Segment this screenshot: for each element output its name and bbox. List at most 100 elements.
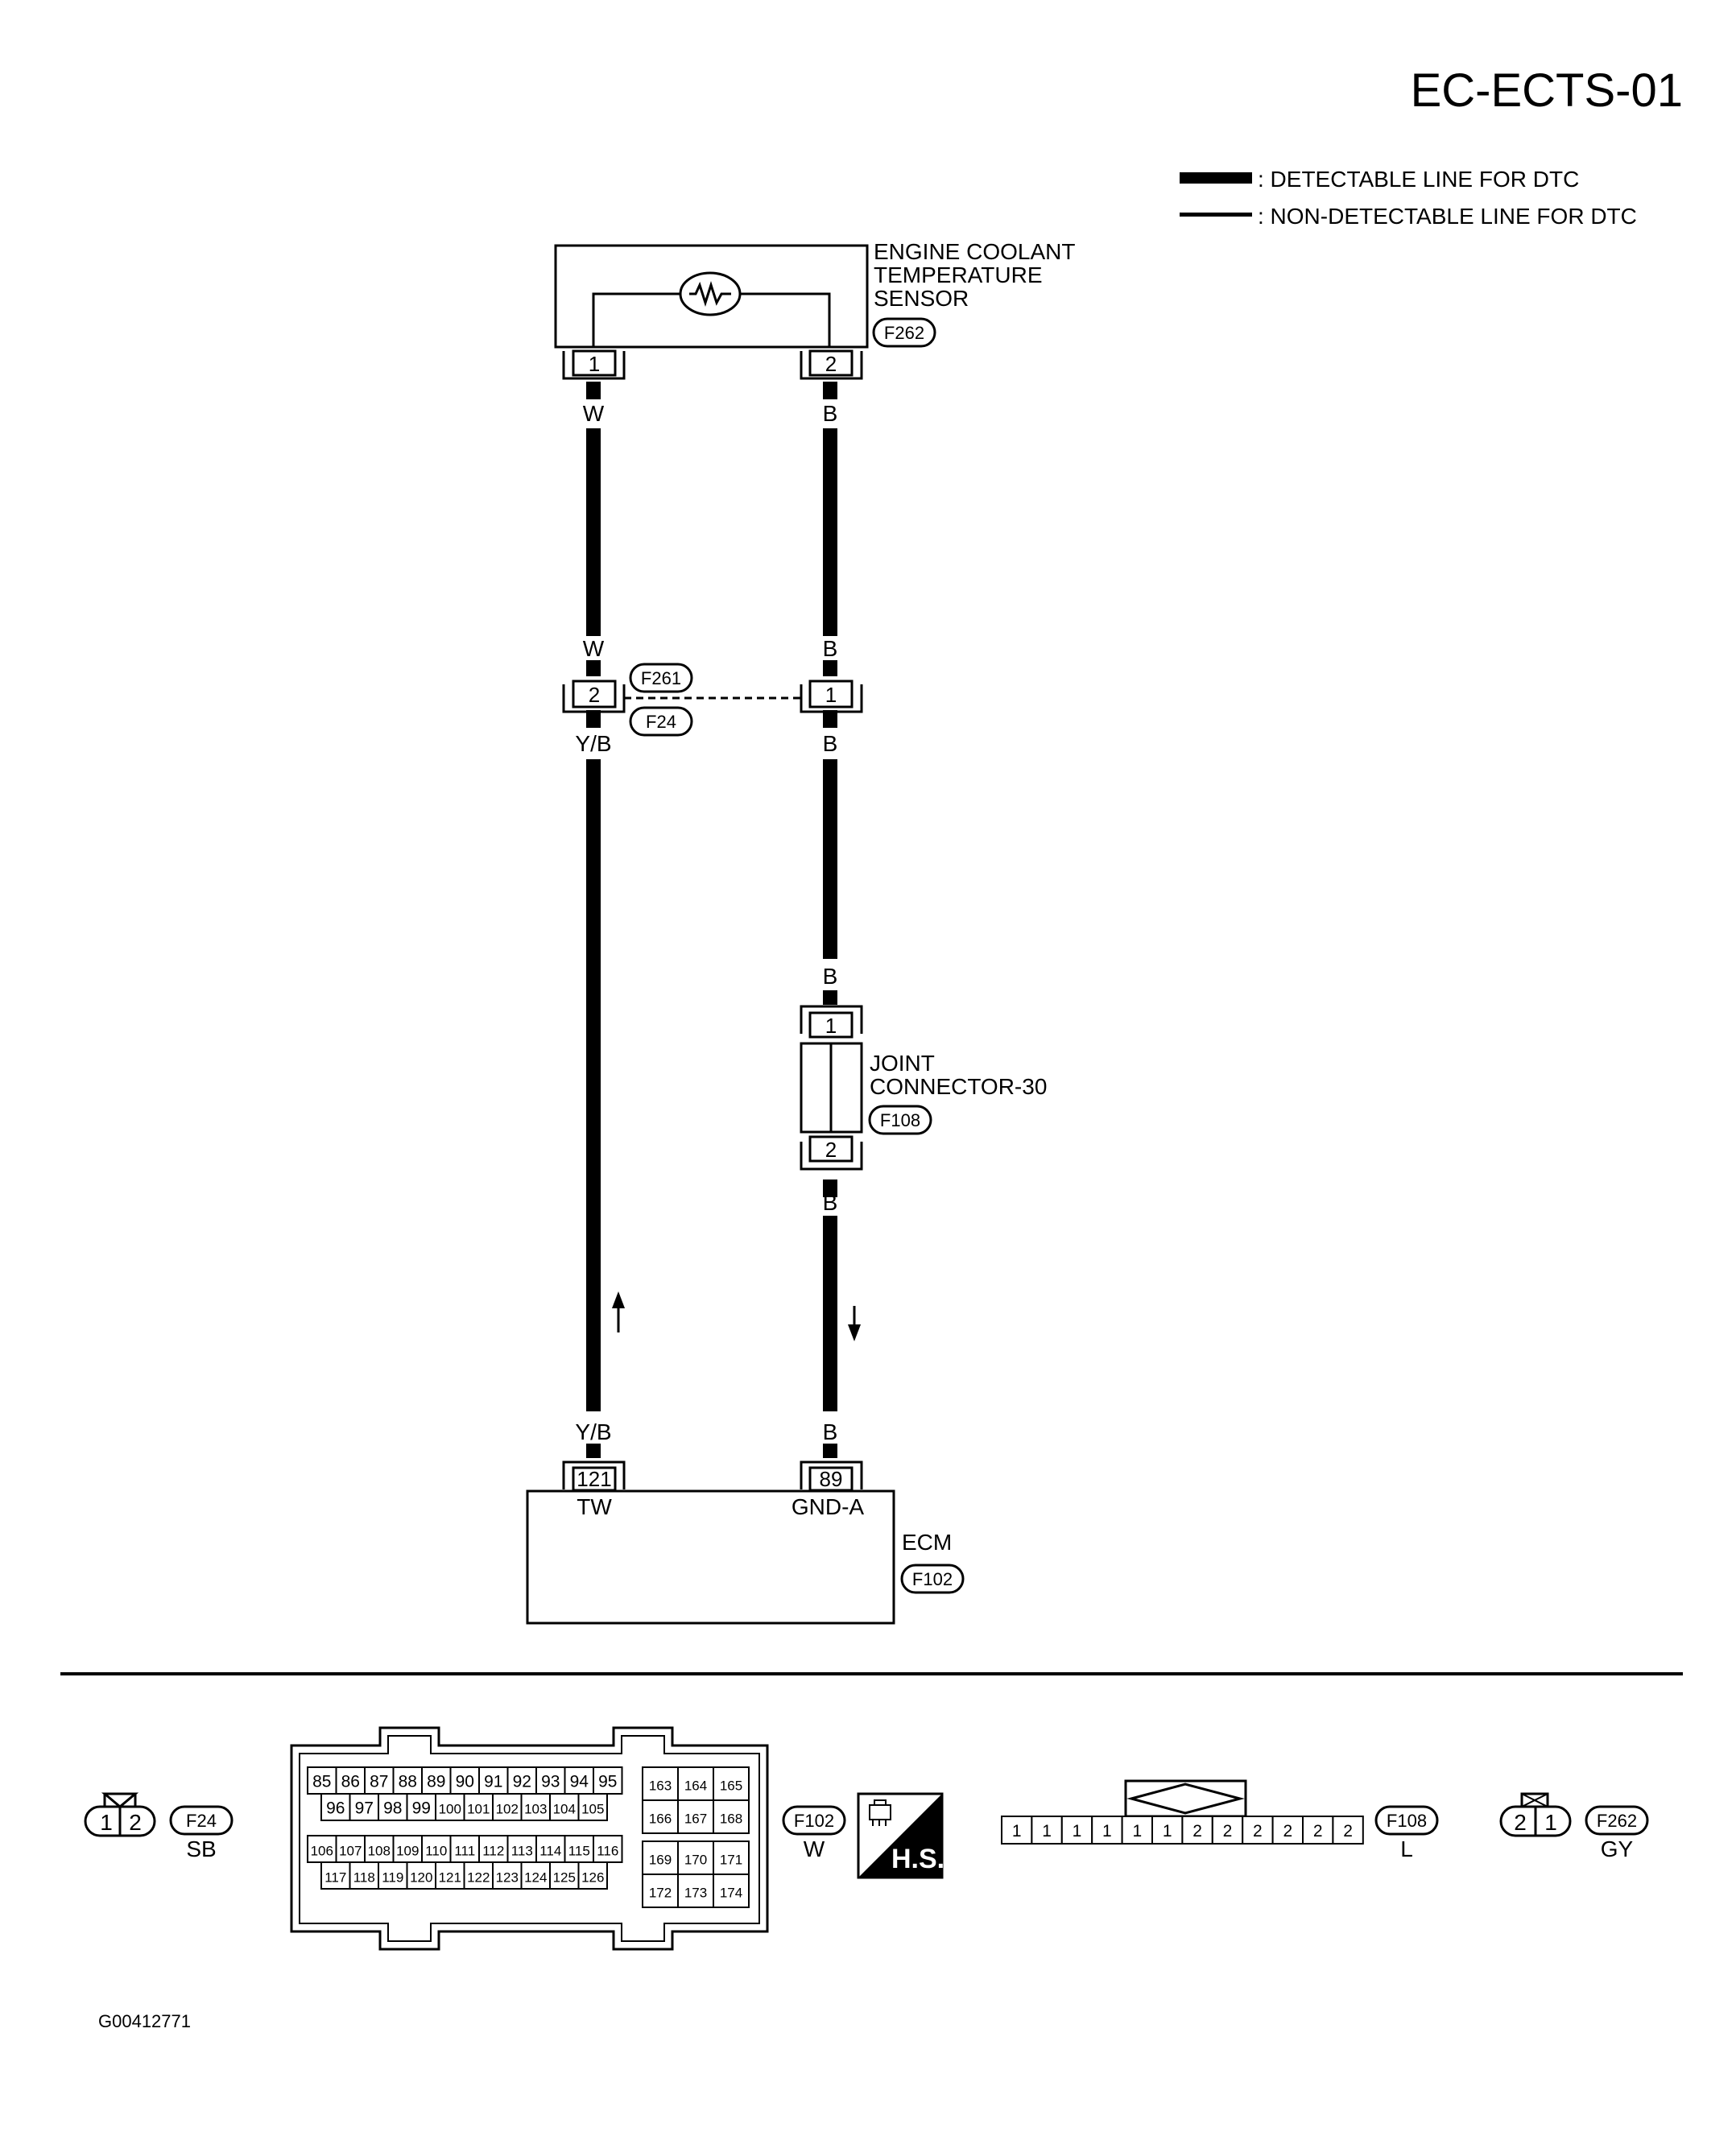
f262-code-tag [1585,1805,1649,1836]
signal-arrows [612,1291,861,1341]
f102-pin-108-cell [364,1835,395,1863]
connector-view-f24: 1 2 F24 SB [84,1792,234,1861]
wire-left-stub-mid2 [586,710,601,728]
f102-pin-92-cell [506,1766,537,1795]
ecm-pin-right-label: GND-A [792,1494,865,1519]
f262-pin-right: 1 [1544,1810,1557,1835]
f108-pin-3: 1 [1073,1822,1082,1840]
f102-pin-119: 119 [382,1870,403,1886]
wire-color-right-above-joint: B [823,964,838,989]
f24-code: F24 [186,1811,217,1831]
wire-left-segment-1 [586,428,601,636]
f102-pin-172: 172 [649,1886,672,1901]
wire-color-left-mid-below: Y/B [575,731,611,756]
sensor-pin-right: 2 [825,352,837,376]
ecm-pin-left-label: TW [577,1494,612,1519]
f102-pin-113: 113 [511,1844,533,1859]
f102-pin-124: 124 [524,1870,547,1886]
joint-pin-bottom-box [808,1135,854,1163]
f108-code: F108 [1387,1811,1427,1831]
f102-pin-99: 99 [412,1799,431,1818]
f108-pin-12-cell [1332,1816,1364,1845]
f102-pin-120: 120 [410,1870,432,1886]
joint-bottom-bracket [800,1142,863,1171]
f108-key-diamond [1126,1783,1245,1815]
f102-pin-121: 121 [439,1870,461,1886]
f102-pin-164: 164 [684,1779,707,1794]
f102-pin-112: 112 [482,1844,504,1859]
f262-color: GY [1601,1836,1634,1861]
f102-pin-104-cell [549,1793,580,1821]
f102-pin-97: 97 [355,1799,374,1818]
f108-pin-10: 2 [1283,1822,1292,1840]
f108-pin-11-cell [1302,1816,1334,1845]
ecm-pin-right: 89 [820,1467,843,1491]
f102-pin-107-cell [335,1835,366,1863]
joint-connector-tag [868,1105,932,1135]
f102-code: F102 [794,1811,834,1831]
f102-pin-168: 168 [720,1812,742,1827]
legend-non-detectable-swatch [1180,213,1252,217]
f102-pin-110: 110 [425,1844,447,1859]
f108-pin-4-cell [1091,1816,1123,1845]
wire-color-left-ecm: Y/B [575,1419,611,1444]
inline-pin-left-box [572,680,617,709]
f108-pin-1: 1 [1012,1822,1022,1840]
f108-pin-9-cell [1242,1816,1274,1845]
wire-left-stub-mid [586,660,601,676]
wire-left-segment-2 [586,759,601,1411]
f108-pin-5: 1 [1132,1822,1142,1840]
wire-color-left-mid-above: W [583,636,605,661]
wire-color-right-below-joint: B [823,1190,838,1215]
f102-pin-106: 106 [311,1844,333,1859]
wire-left-stub-ecm [586,1444,601,1458]
inline-code-lower-tag [629,706,693,737]
legend-detectable-label: : DETECTABLE LINE FOR DTC [1258,167,1579,192]
inline-pin-right-box [808,680,854,709]
f102-pin-116: 116 [597,1844,618,1859]
sensor-pin-right-bracket [800,351,863,380]
f102-pin-166-cell [642,1799,679,1834]
joint-connector: 1 2 JOINT CONNECTOR-30 F108 [800,1005,1047,1171]
f108-pin-8: 2 [1223,1822,1233,1840]
ecm-module: 121 89 TW GND-A ECM F102 [526,1460,965,1625]
f102-pin-163-cell [642,1766,679,1801]
f24-pin-2: 2 [129,1810,142,1835]
sensor-name-line3: SENSOR [874,286,969,311]
f108-pin-9: 2 [1253,1822,1263,1840]
f102-pin-126-cell [577,1861,608,1890]
f108-pin-5-cell [1121,1816,1153,1845]
inline-pin-right: 1 [825,683,837,707]
wire-right-stub-top [823,382,837,399]
ecm-pin-right-box [808,1466,854,1492]
f102-pin-95: 95 [598,1773,617,1791]
f102-pin-169-cell [642,1840,679,1875]
inline-code-upper: F261 [641,668,681,688]
f102-pin-165: 165 [720,1779,742,1794]
f102-pin-123-cell [492,1861,523,1890]
f108-key [1124,1779,1247,1818]
wire-harness [586,382,837,1458]
f102-pin-85: 85 [312,1773,331,1791]
joint-top-bracket [800,1005,863,1034]
wire-color-right-top: B [823,401,838,426]
f102-pin-125: 125 [553,1870,576,1886]
f102-color: W [804,1836,825,1861]
f102-pin-118-cell [349,1861,379,1890]
f24-pin-1: 1 [100,1810,113,1835]
inline-code-upper-tag [629,663,693,693]
inline-pin-left: 2 [589,683,600,707]
f102-pin-100: 100 [439,1802,461,1817]
f102-pin-174: 174 [720,1886,742,1901]
f102-housing-inner [299,1735,760,1942]
f102-pin-112-cell [478,1835,509,1863]
wire-left-stub-top [586,382,601,399]
f102-pin-88: 88 [399,1773,417,1791]
f102-pin-111: 111 [454,1844,475,1859]
joint-name-line2: CONNECTOR-30 [870,1074,1047,1099]
f102-code-tag [782,1805,846,1836]
wire-right-segment-1 [823,428,837,636]
wire-color-left-top: W [583,401,605,426]
